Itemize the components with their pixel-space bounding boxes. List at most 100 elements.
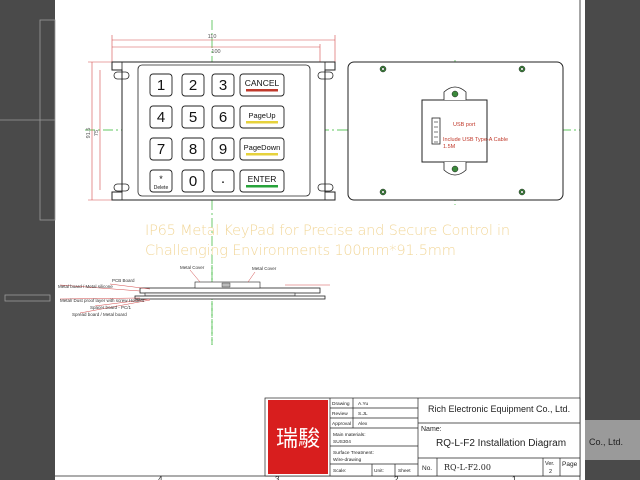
key-outline [149, 137, 173, 161]
caption-line-1: IP65 Metal KeyPad for Precise and Secure… [145, 223, 510, 239]
tb-material-value: SUS304 [333, 439, 351, 445]
function-key-pagedown: PageDown [239, 137, 285, 161]
side-label-top-cover: Metal Cover [180, 265, 205, 270]
key-4: 4 [149, 105, 173, 129]
grid-number-2: 2 [394, 475, 399, 480]
key-label: · [221, 173, 226, 190]
function-key-stripe [246, 153, 278, 156]
tb-review-value: S.JL [358, 411, 368, 417]
function-key-label: ENTER [248, 174, 277, 184]
usb-cable-length: 1.5M [443, 144, 456, 150]
key-outline [211, 73, 235, 97]
inner-width-dim: 100 [211, 49, 220, 55]
key-outline [181, 73, 205, 97]
tb-surface-label: Surface Treatment: [333, 450, 374, 456]
keypad-back-view: USB port Include USB Type-A Cable 1.5M [347, 61, 564, 201]
side-label-4: Spread board / Metal board [72, 312, 127, 317]
key-3: 3 [211, 73, 235, 97]
tb-surface-value: Wire-drawing [333, 457, 362, 463]
keypad-side-view: Metal Cover Metal Cover PCB Board Metal … [58, 265, 326, 317]
tb-company: Rich Electronic Equipment Co., Ltd. [428, 404, 570, 414]
height-inner-dim: 75 [94, 130, 100, 136]
tb-no-label: No. [422, 465, 432, 472]
side-label-1: Metal board / Metal silicone [58, 284, 113, 289]
key-7: 7 [149, 137, 173, 161]
tb-material-label: Main materials: [333, 432, 366, 438]
tb-approval-label: Approval [332, 421, 351, 427]
side-label-outer-cover: Metal Cover [252, 266, 277, 271]
key-8: 8 [181, 137, 205, 161]
key-label: * [159, 174, 163, 184]
function-key-stripe [246, 185, 278, 188]
key-delete-label: Delete [154, 185, 169, 191]
key-outline [181, 105, 205, 129]
tb-sheet-label: Sheet [398, 468, 411, 474]
key-outline [211, 137, 235, 161]
company-logo [268, 400, 328, 474]
function-key-pageup: PageUp [239, 105, 285, 129]
key-label: 4 [157, 109, 165, 126]
function-key-enter: ENTER [239, 169, 285, 193]
grid-number-4: 4 [158, 475, 163, 480]
key-outline [149, 105, 173, 129]
mounting-slots [113, 71, 334, 192]
dimension-texts: 110 100 91.5 75 [86, 34, 221, 138]
key-label: 1 [157, 77, 165, 94]
key-outline [211, 169, 235, 193]
key-label: 7 [157, 141, 165, 158]
tb-drawing-value: A.Yu [358, 401, 368, 407]
ghost-drawing-left [0, 19, 56, 302]
right-partial-text: Co., Ltd. [589, 437, 623, 447]
key-label: 9 [219, 141, 227, 158]
key-9: 9 [211, 137, 235, 161]
caption-line-2: Challenging Environments 100mm*91.5mm [145, 243, 456, 259]
key-outline [149, 73, 173, 97]
key-1: 1 [149, 73, 173, 97]
usb-port-label: USB port [453, 122, 476, 128]
key-label: 8 [189, 141, 197, 158]
function-key-label: PageUp [248, 111, 275, 120]
overall-width-dim: 110 [208, 34, 217, 40]
function-key-stripe [246, 121, 278, 124]
grid-numbers: 4 3 2 1 [158, 475, 517, 480]
key-5: 5 [181, 105, 205, 129]
key-label: 6 [219, 109, 227, 126]
usb-cable-label: Include USB Type-A Cable [443, 137, 508, 143]
key-outline [211, 105, 235, 129]
key-label: 5 [189, 109, 197, 126]
left-background-panel [0, 0, 55, 480]
tb-name-label: Name: [421, 426, 442, 433]
key-outline [149, 169, 173, 193]
tb-drawing-label: Drawing [332, 401, 350, 407]
back-screw-holes [379, 65, 526, 196]
grid-number-3: 3 [275, 475, 280, 480]
tb-page-label: Page [562, 461, 578, 468]
key-11: 0 [181, 169, 205, 193]
function-key-label: CANCEL [245, 78, 280, 88]
right-background-panel [585, 0, 640, 480]
usb-port [431, 117, 441, 145]
company-logo-text: 瑞駿 [276, 427, 320, 452]
side-label-3: Spacer board - PC/1 [90, 305, 132, 310]
key-label: 3 [219, 77, 227, 94]
tb-unit-label: Unit: [374, 468, 384, 474]
tb-ver-value: 2 [549, 469, 552, 475]
tb-review-label: Review [332, 411, 348, 417]
key-2: 2 [181, 73, 205, 97]
key-outline [181, 137, 205, 161]
side-label-pcb: PCB Board [112, 278, 135, 283]
ghost-drawing-right: Co., Ltd. [585, 420, 640, 460]
function-key-stripe [246, 89, 278, 92]
side-label-2: Metal/ Dust proof layer with screw Holde… [60, 298, 145, 303]
tb-scale-label: Scale: [333, 468, 346, 474]
tb-approval-value: Alex [358, 421, 368, 427]
tb-drawing-no: RQ-L-F2.00 [444, 463, 491, 472]
tb-drawing-name: RQ-L-F2 Installation Diagram [436, 438, 566, 449]
function-key-cancel: CANCEL [239, 73, 285, 97]
function-key-label: PageDown [244, 143, 281, 152]
dimension-lines [88, 35, 336, 286]
